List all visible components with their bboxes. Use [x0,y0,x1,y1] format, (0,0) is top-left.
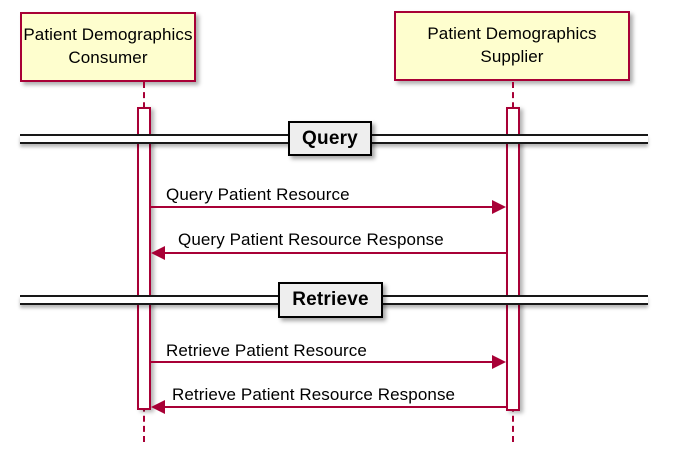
participant-consumer-label: Patient Demographics Consumer [23,25,193,67]
activation-bar-supplier [506,107,520,411]
divider-retrieve: Retrieve [278,282,383,318]
divider-retrieve-label: Retrieve [292,289,369,310]
message-label-query-patient-resource: Query Patient Resource [166,185,350,204]
message-label-retrieve-patient-resource-response: Retrieve Patient Resource Response [172,385,456,404]
message-line-query-patient-resource-response [165,252,506,254]
divider-query-label: Query [302,127,358,149]
participant-patient-demographics-consumer[interactable]: Patient Demographics Consumer [20,12,196,82]
message-label-retrieve-patient-resource: Retrieve Patient Resource [166,341,367,360]
message-line-query-patient-resource [151,206,494,208]
arrow-head-right-icon [492,355,506,369]
message-label-query-patient-resource-response: Query Patient Resource Response [178,230,444,249]
arrow-head-right-icon [492,200,506,214]
message-line-retrieve-patient-resource [151,361,494,363]
arrow-head-left-icon [151,400,165,414]
arrow-head-left-icon [151,246,165,260]
message-line-retrieve-patient-resource-response [165,406,506,408]
activation-bar-consumer [137,107,151,410]
participant-supplier-label: Patient Demographics Supplier [427,24,597,66]
divider-query: Query [288,121,372,156]
participant-patient-demographics-supplier[interactable]: Patient Demographics Supplier [394,11,630,81]
